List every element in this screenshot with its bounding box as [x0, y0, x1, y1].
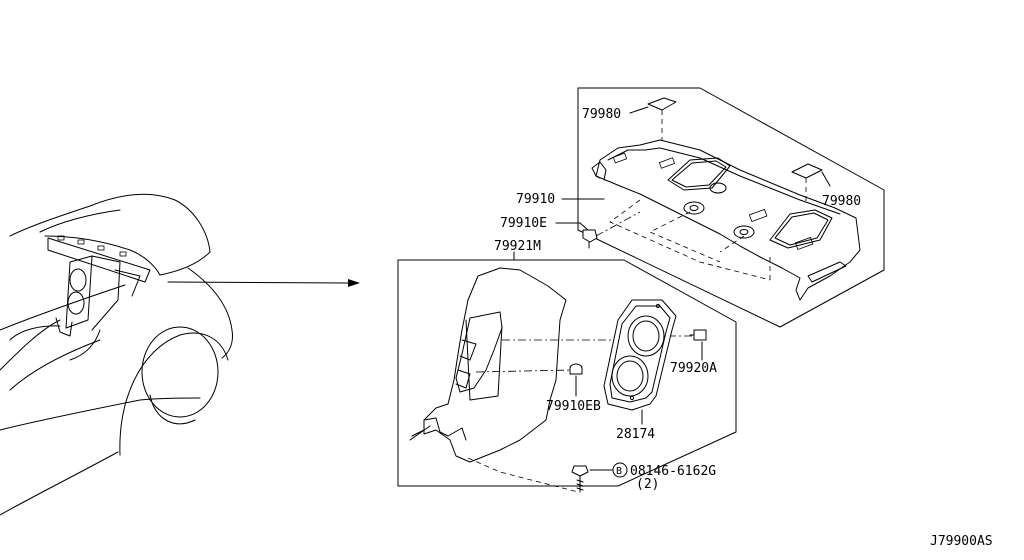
side-trim-box [397, 251, 737, 493]
bolt-08146 [571, 462, 628, 493]
screw-79920A [689, 329, 707, 341]
label-79910: 79910 [516, 192, 555, 207]
parcel-shelf-box [555, 87, 885, 328]
clip-79910EB [569, 363, 583, 375]
label-08146: 08146-6162G [630, 464, 716, 479]
label-08146-qty: (2) [636, 477, 659, 492]
label-79921M: 79921M [494, 239, 541, 254]
label-79980-right: 79980 [822, 194, 861, 209]
diagram-id: J79900AS [930, 534, 993, 549]
car-rear-illustration [0, 193, 233, 516]
label-28174: 28174 [616, 427, 655, 442]
clip-79910E [582, 229, 598, 249]
label-79910EB: 79910EB [546, 399, 601, 414]
label-bolt-prefix: B [616, 466, 622, 477]
label-79980-top: 79980 [582, 107, 621, 122]
speaker-28174 [603, 299, 677, 411]
pointer-arrow [167, 279, 360, 287]
label-79910E: 79910E [500, 216, 547, 231]
label-79920A: 79920A [670, 361, 717, 376]
